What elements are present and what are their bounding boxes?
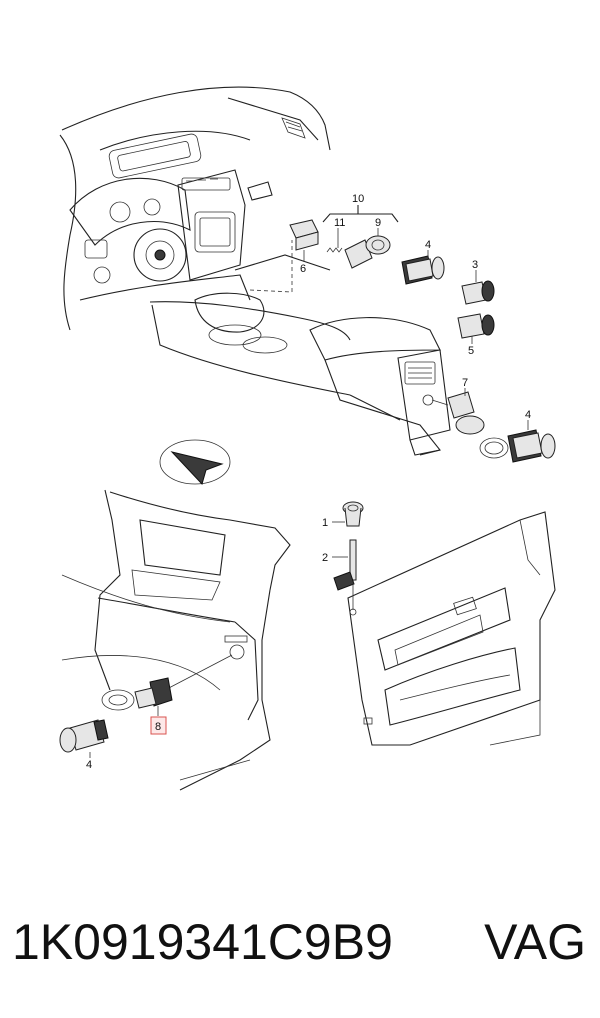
label-2: 2 bbox=[322, 552, 328, 564]
label-4: 4 bbox=[425, 239, 431, 251]
direction-arrow-icon bbox=[159, 439, 231, 485]
bottom-left-parts: 8 4 bbox=[59, 677, 173, 771]
door-panel-illustration bbox=[347, 511, 556, 746]
brand-name: VAG bbox=[484, 914, 586, 970]
part-number: 1K0919341C9B9 bbox=[12, 914, 393, 970]
label-1: 1 bbox=[322, 517, 328, 529]
rear-trim-illustration bbox=[61, 489, 291, 791]
caption-bar: 1K0919341C9B9 VAG bbox=[0, 902, 600, 982]
parts-diagram: 10 11 9 6 4 3 5 7 4 bbox=[59, 86, 556, 791]
label-4-left: 4 bbox=[86, 759, 92, 771]
top-part-labels: 10 11 9 6 4 3 5 7 4 bbox=[300, 193, 531, 421]
label-10: 10 bbox=[352, 193, 364, 205]
door-parts: 1 2 bbox=[322, 501, 364, 616]
label-5: 5 bbox=[468, 345, 474, 357]
label-6: 6 bbox=[300, 263, 306, 275]
center-console-illustration bbox=[149, 292, 451, 456]
top-parts bbox=[289, 205, 556, 463]
label-8: 8 bbox=[155, 721, 161, 733]
label-3: 3 bbox=[472, 259, 478, 271]
label-9: 9 bbox=[375, 217, 381, 229]
label-7: 7 bbox=[462, 377, 468, 389]
dashboard-illustration bbox=[59, 86, 331, 331]
label-4-rear: 4 bbox=[525, 409, 531, 421]
label-8-highlight bbox=[150, 716, 167, 735]
label-11: 11 bbox=[334, 217, 345, 229]
